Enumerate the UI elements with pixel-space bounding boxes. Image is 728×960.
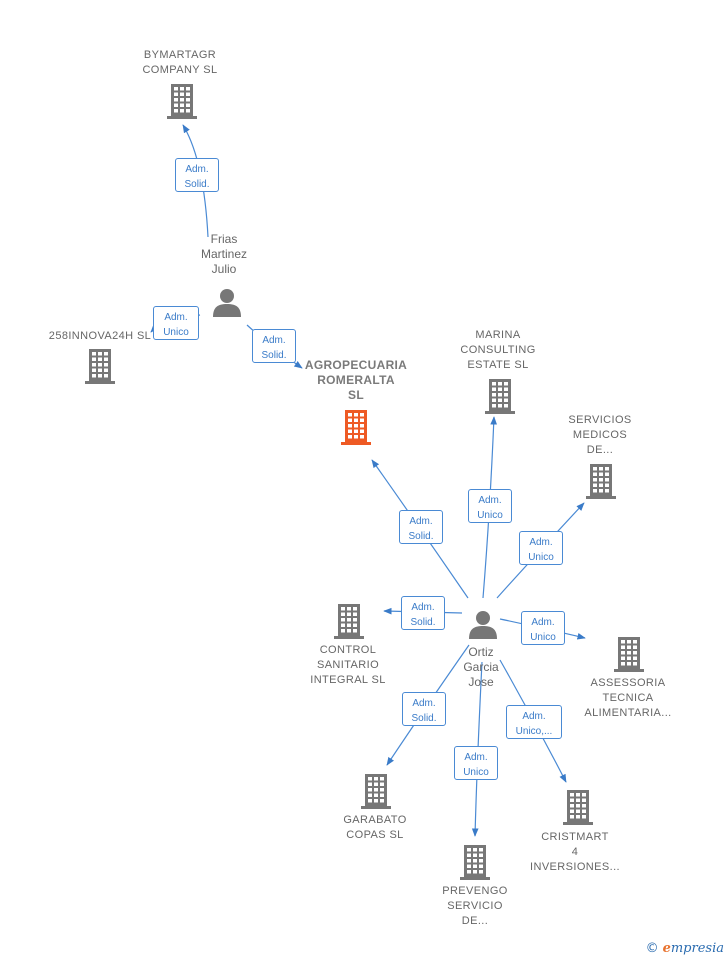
node-prevengo-label[interactable]: PREVENGO SERVICIO DE... bbox=[442, 885, 508, 927]
building-icon bbox=[167, 84, 197, 119]
node-marina-label[interactable]: MARINA CONSULTING ESTATE SL bbox=[460, 329, 536, 371]
copyright-symbol: © bbox=[645, 941, 659, 956]
building-icon bbox=[563, 790, 593, 825]
node-agro-label[interactable]: AGROPECUARIA ROMERALTA SL bbox=[304, 358, 408, 402]
node-ortiz-label[interactable]: Ortiz Garcia Jose bbox=[463, 645, 499, 689]
node-innova-icon[interactable] bbox=[83, 348, 117, 389]
building-icon bbox=[485, 379, 515, 414]
building-icon bbox=[460, 845, 490, 880]
node-cristmart-icon[interactable] bbox=[561, 789, 595, 830]
edge-label-frias-to-bymartagr[interactable]: Adm. Solid. bbox=[175, 158, 219, 192]
node-marina-icon[interactable] bbox=[483, 378, 517, 419]
person-icon bbox=[213, 289, 241, 317]
edge-label-ortiz-to-servicios[interactable]: Adm. Unico bbox=[519, 531, 563, 565]
edge-label-ortiz-to-control[interactable]: Adm. Solid. bbox=[401, 596, 445, 630]
building-icon bbox=[334, 604, 364, 639]
node-garabato-label[interactable]: GARABATO COPAS SL bbox=[343, 814, 407, 841]
building-icon bbox=[586, 464, 616, 499]
person-icon bbox=[469, 611, 497, 639]
node-servicios-icon[interactable] bbox=[584, 463, 618, 504]
node-frias-icon[interactable] bbox=[212, 287, 242, 322]
node-control-label[interactable]: CONTROL SANITARIO INTEGRAL SL bbox=[310, 644, 386, 686]
node-control-icon[interactable] bbox=[332, 603, 366, 644]
node-prevengo-icon[interactable] bbox=[458, 844, 492, 885]
node-garabato-icon[interactable] bbox=[359, 773, 393, 814]
node-frias-label[interactable]: Frias Martinez Julio bbox=[200, 232, 248, 276]
building-icon bbox=[614, 637, 644, 672]
brand-logo-text: mpresia bbox=[670, 941, 724, 956]
building-icon bbox=[341, 410, 371, 445]
node-assessoria-icon[interactable] bbox=[612, 636, 646, 677]
edge-label-frias-to-innova[interactable]: Adm. Unico bbox=[153, 306, 199, 340]
edge-label-ortiz-to-garabato[interactable]: Adm. Solid. bbox=[402, 692, 446, 726]
node-innova-label[interactable]: 258INNOVA24H SL bbox=[48, 330, 152, 342]
edge-label-ortiz-to-assessoria[interactable]: Adm. Unico bbox=[521, 611, 565, 645]
building-icon bbox=[85, 349, 115, 384]
node-assessoria-label[interactable]: ASSESSORIA TECNICA ALIMENTARIA... bbox=[584, 677, 672, 719]
edge-label-ortiz-to-agro[interactable]: Adm. Solid. bbox=[399, 510, 443, 544]
node-agro-icon[interactable] bbox=[339, 409, 373, 450]
node-cristmart-label[interactable]: CRISTMART 4 INVERSIONES... bbox=[530, 831, 620, 873]
edge-label-ortiz-to-cristmart[interactable]: Adm. Unico,... bbox=[506, 705, 562, 739]
brand-footer: ©empresia bbox=[646, 941, 724, 956]
node-bymartagr-icon[interactable] bbox=[165, 83, 199, 124]
brand-logo-initial: e bbox=[662, 941, 671, 956]
node-ortiz-icon[interactable] bbox=[468, 609, 498, 644]
building-icon bbox=[361, 774, 391, 809]
edge-label-ortiz-to-prevengo[interactable]: Adm. Unico bbox=[454, 746, 498, 780]
edge-label-ortiz-to-marina[interactable]: Adm. Unico bbox=[468, 489, 512, 523]
node-bymartagr-label[interactable]: BYMARTAGR COMPANY SL bbox=[142, 49, 218, 76]
edge-label-frias-to-agro[interactable]: Adm. Solid. bbox=[252, 329, 296, 363]
node-servicios-label[interactable]: SERVICIOS MEDICOS DE... bbox=[568, 414, 632, 456]
